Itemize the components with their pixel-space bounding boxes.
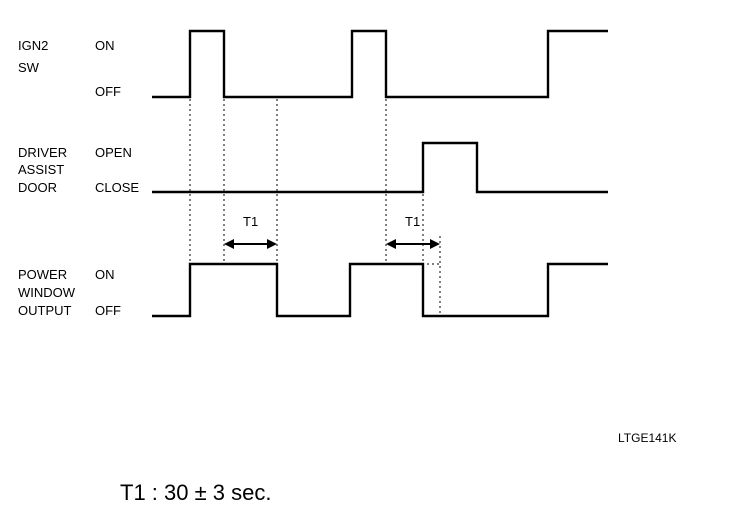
output-low-label: OFF [95, 303, 121, 318]
output-label-line3: OUTPUT [18, 303, 72, 318]
ign2-low-label: OFF [95, 84, 121, 99]
output-high-label: ON [95, 267, 115, 282]
door-label-line1: DRIVER [18, 145, 67, 160]
door-high-label: OPEN [95, 145, 132, 160]
t1-label-1: T1 [243, 214, 258, 229]
figure-code: LTGE141K [618, 431, 676, 445]
ign2-high-label: ON [95, 38, 115, 53]
door-label-line3: DOOR [18, 180, 57, 195]
footnote: T1 : 30 ± 3 sec. [120, 480, 271, 505]
output-label-line2: WINDOW [18, 285, 76, 300]
t1-arrow-1-left-head [224, 239, 234, 249]
output-waveform [152, 262, 608, 318]
t1-arrow-1-right-head [267, 239, 277, 249]
ign2-label-line1: IGN2 [18, 38, 48, 53]
output-label-line1: POWER [18, 267, 67, 282]
ign2-label-line2: SW [18, 60, 40, 75]
t1-arrow-2-right-head [430, 239, 440, 249]
t1-arrow-2-left-head [386, 239, 396, 249]
door-label-line2: ASSIST [18, 162, 64, 177]
door-low-label: CLOSE [95, 180, 139, 195]
t1-label-2: T1 [405, 214, 420, 229]
door-waveform [152, 141, 608, 194]
ign2-waveform [152, 29, 608, 99]
